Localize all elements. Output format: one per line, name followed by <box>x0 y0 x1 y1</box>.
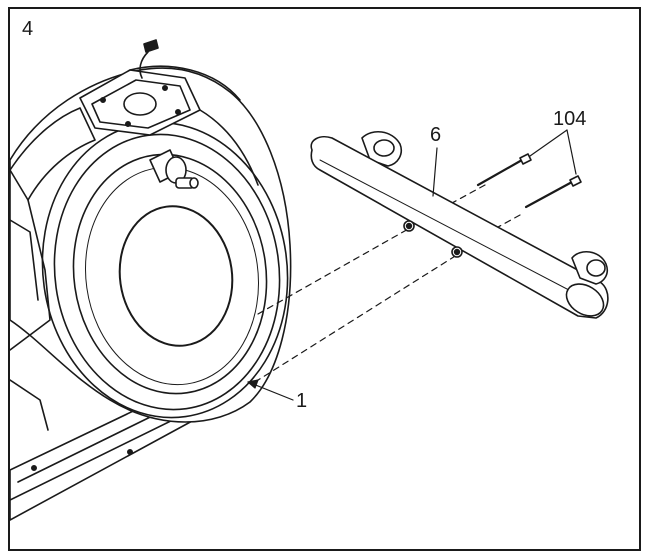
leader-lines <box>247 129 577 401</box>
frame-body <box>10 39 292 521</box>
step-number: 4 <box>22 18 34 40</box>
bolts <box>476 153 582 209</box>
callout-stabilizer-label: 6 <box>430 124 442 146</box>
callout-bolts-label: 104 <box>553 108 587 130</box>
callout-frame-label: 1 <box>296 390 308 412</box>
alignment-lines <box>254 184 521 383</box>
front-stabilizer <box>310 131 609 319</box>
